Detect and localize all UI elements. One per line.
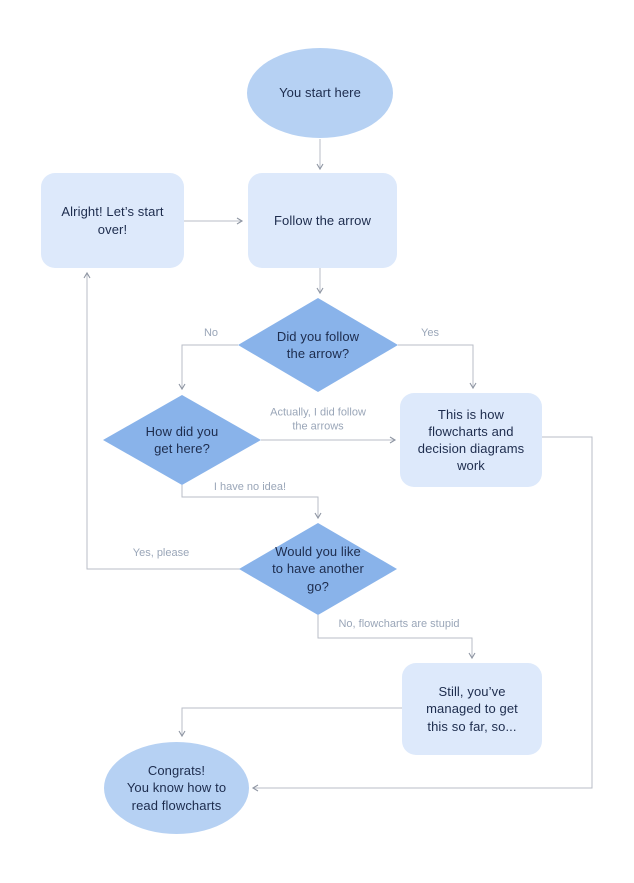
edge-label-yes: Yes (421, 326, 439, 339)
node-follow-the-arrow: Follow the arrow (248, 173, 397, 268)
edge-label-actually-did-follow: Actually, I did follow the arrows (270, 406, 366, 433)
node-congrats-read-flowcharts-label: Congrats! You know how to read flowchart… (126, 763, 227, 813)
edge-thisishow-to-congrats (251, 436, 593, 792)
edge-anothergo-yesplease (83, 271, 240, 570)
node-did-you-follow: Did you follow the arrow? (238, 298, 398, 392)
node-alright-start-over: Alright! Let’s start over! (41, 173, 184, 268)
node-this-is-how-flowcharts-work-label: This is how flowcharts and decision diag… (417, 406, 525, 474)
node-congrats-read-flowcharts: Congrats! You know how to read flowchart… (104, 742, 249, 834)
node-how-did-you-get-here: How did you get here? (103, 395, 261, 485)
edge-label-i-have-no-idea: I have no idea! (213, 480, 287, 493)
node-this-is-how-flowcharts-work: This is how flowcharts and decision diag… (400, 393, 542, 487)
diamond-shape (238, 298, 398, 392)
edge-label-no-flowcharts-stupid: No, flowcharts are stupid (338, 617, 460, 630)
node-you-start-here: You start here (247, 48, 393, 138)
node-would-you-like-another-go-label: Would you like to have another go? (272, 544, 364, 594)
node-did-you-follow-label: Did you follow the arrow? (276, 328, 360, 361)
edge-didfollow-no (178, 344, 238, 391)
edge-didfollow-yes (398, 344, 477, 390)
edge-howhere-noidea (181, 485, 322, 520)
edge-label-yes-please: Yes, please (132, 546, 190, 559)
node-alright-start-over-label: Alright! Let’s start over! (61, 204, 164, 237)
diamond-shape (239, 523, 397, 615)
node-how-did-you-get-here-label: How did you get here? (145, 423, 219, 456)
edge-label-no: No (203, 326, 219, 339)
node-would-you-like-another-go: Would you like to have another go? (239, 523, 397, 615)
node-follow-the-arrow-label: Follow the arrow (274, 212, 371, 228)
edge-still-to-congrats (178, 707, 402, 738)
node-still-managed-so-far-label: Still, you’ve managed to get this so far… (426, 684, 518, 734)
node-you-start-here-label: You start here (279, 85, 361, 101)
node-still-managed-so-far: Still, you’ve managed to get this so far… (402, 663, 542, 755)
diamond-shape (103, 395, 261, 485)
edge-anothergo-stupid (317, 615, 476, 660)
